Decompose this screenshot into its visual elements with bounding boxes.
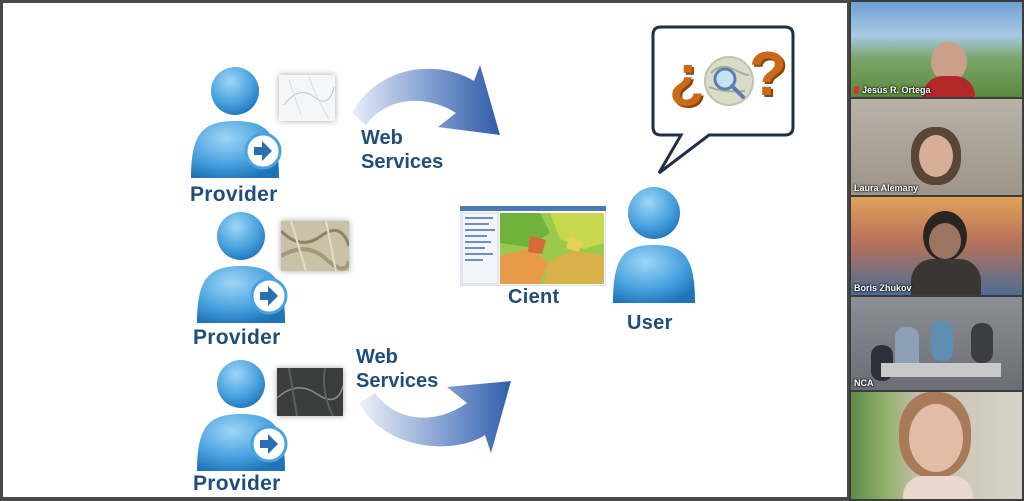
user-person-icon [613, 187, 695, 303]
web-services-line: Web [361, 127, 403, 149]
participant-video [909, 404, 963, 472]
participant-video [919, 135, 953, 177]
participant-video [911, 259, 981, 295]
arrow-circle-icon [250, 425, 288, 463]
web-services-label: Web Services [361, 126, 443, 174]
participant-video [931, 42, 967, 82]
provider-map-thumbnail [279, 75, 335, 121]
magnifier-globe-icon [704, 56, 754, 106]
web-services-line: Services [361, 151, 444, 173]
participant-video [903, 476, 973, 499]
participant-video [929, 223, 961, 259]
participant-video-tile[interactable]: Boris Zhukov [851, 197, 1022, 295]
arrow-circle-icon [244, 132, 282, 170]
web-services-line: Services [356, 370, 439, 392]
participant-video-tile[interactable]: Laura Alemany [851, 99, 1022, 195]
provider-terrain-thumbnail [281, 221, 349, 271]
participant-video [971, 323, 993, 363]
user-label: User [627, 312, 673, 334]
participant-video-tile[interactable]: Jesús R. Ortega [851, 2, 1022, 97]
participant-video [923, 76, 975, 97]
provider-label: Provider [193, 472, 281, 495]
participant-video-tile[interactable] [851, 392, 1022, 499]
presentation-slide: Provider Provider Provider Web Services … [3, 3, 847, 497]
participant-name-text: Jesús R. Ortega [862, 85, 931, 95]
client-label: Cient [508, 286, 560, 308]
participant-video [881, 363, 1001, 377]
curved-arrow-icon [359, 381, 511, 453]
provider-person-icon [197, 360, 288, 471]
web-services-line: Web [356, 346, 398, 368]
participant-name: Boris Zhukov [854, 283, 912, 293]
provider-person-icon [197, 212, 288, 323]
arrow-circle-icon [250, 277, 288, 315]
provider-label: Provider [190, 183, 278, 206]
client-map-screenshot [460, 206, 606, 286]
provider-satellite-thumbnail [277, 368, 343, 416]
question-mark: ? [749, 40, 787, 109]
participant-name: Jesús R. Ortega [854, 85, 931, 95]
participant-video-tile[interactable]: NCA [851, 297, 1022, 390]
provider-label: Provider [193, 326, 281, 349]
participant-name: Laura Alemany [854, 183, 919, 193]
web-services-label: Web Services [356, 345, 438, 393]
inverted-question-mark: ¿ [669, 44, 705, 109]
participants-panel: Jesús R. Ortega Laura Alemany Boris Zhuk… [849, 0, 1024, 501]
provider-person-icon [191, 67, 282, 178]
participant-video [931, 321, 953, 361]
curved-arrow-icon [352, 65, 500, 135]
muted-mic-icon [854, 86, 859, 94]
participant-name: NCA [854, 378, 874, 388]
